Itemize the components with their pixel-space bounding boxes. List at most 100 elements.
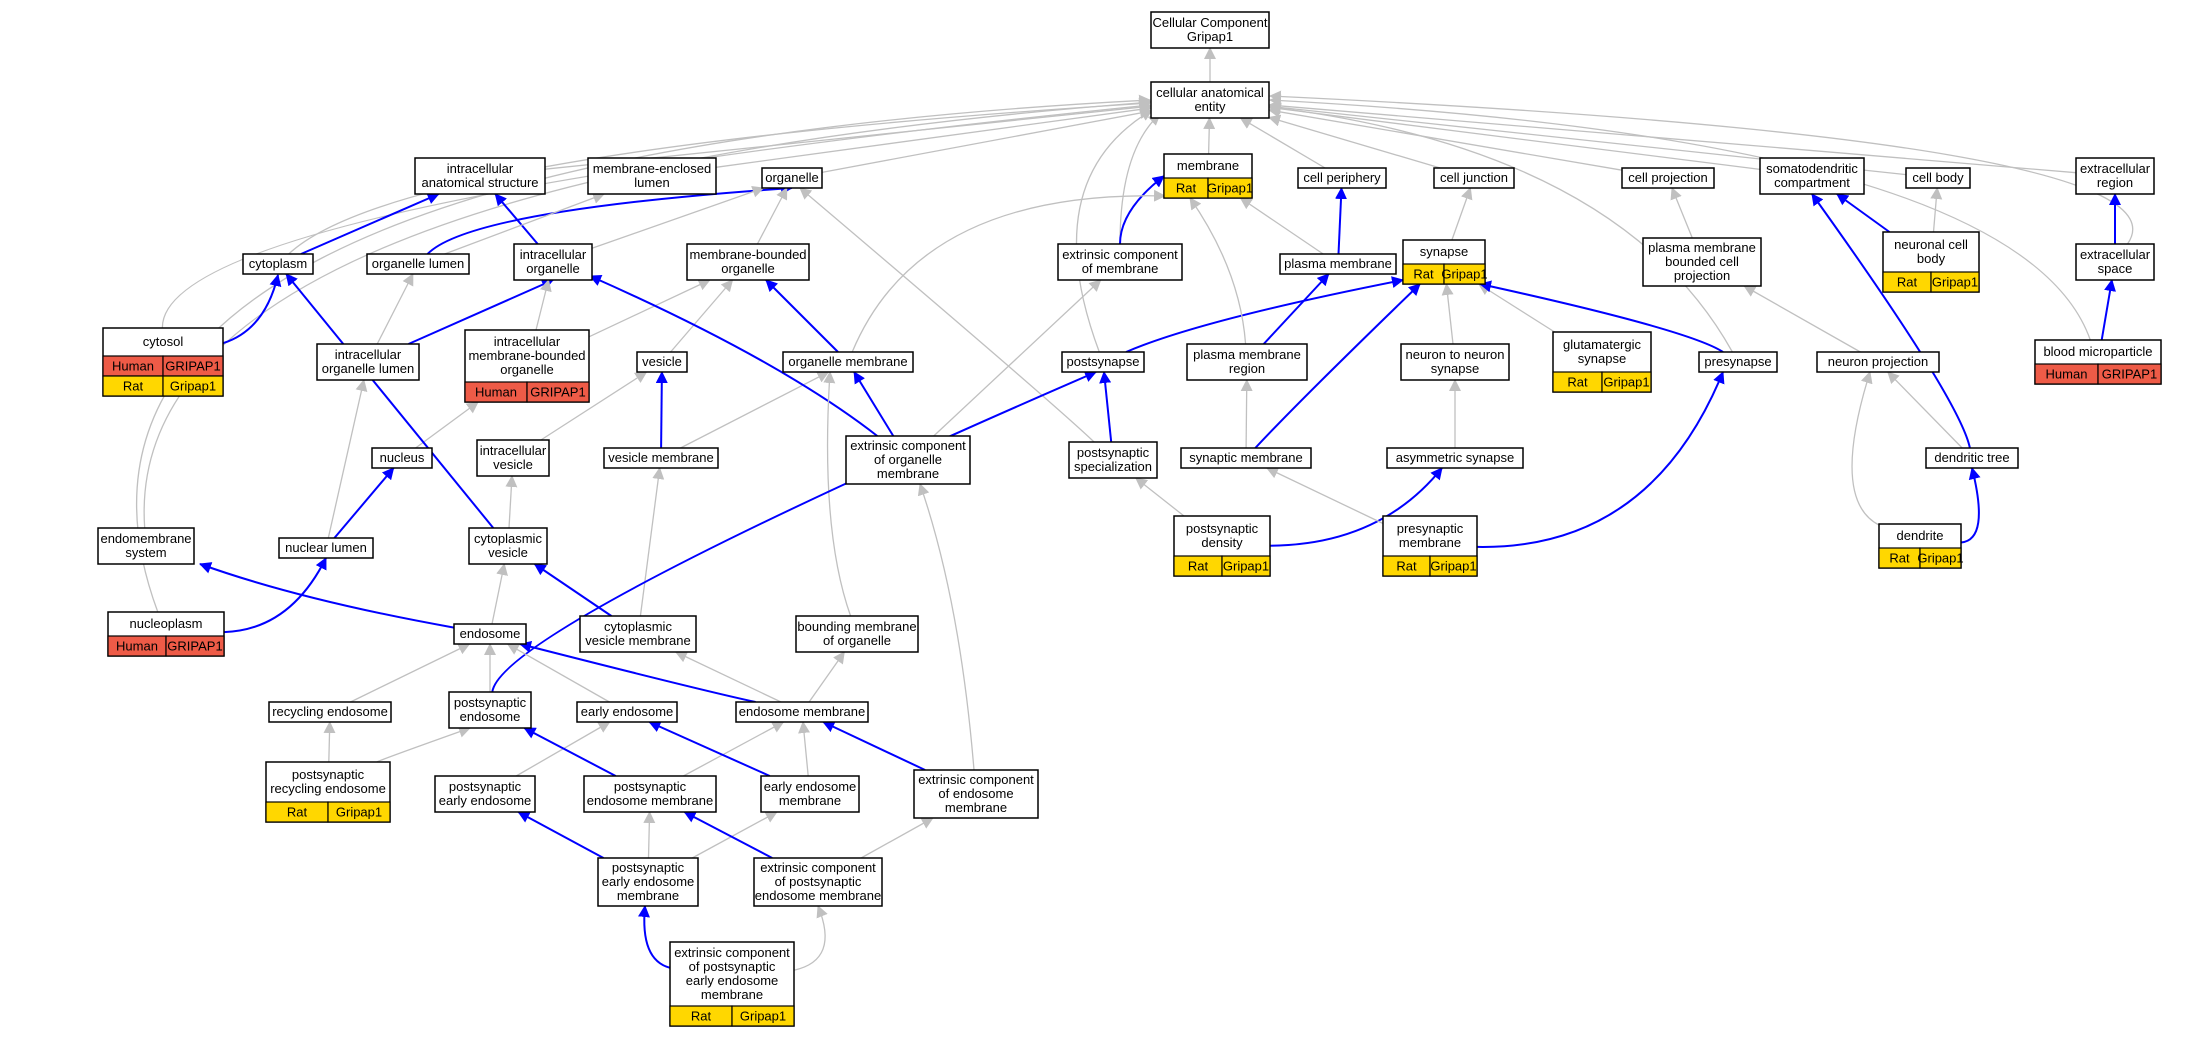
- edge-cytves-to-cytoplasm: [285, 273, 495, 529]
- species-label: Human: [112, 359, 154, 374]
- species-label: Rat: [287, 805, 308, 820]
- node-label-line: cytoplasmic: [474, 531, 542, 546]
- node-cellperiph[interactable]: cell periphery: [1297, 167, 1387, 189]
- edge-cytosol-to-cytoplasm: [222, 274, 282, 345]
- node-postsynapse[interactable]: postsynapse: [1061, 351, 1145, 373]
- edges-layer: [135, 47, 2134, 971]
- edge-synapse-to-celljunc: [1451, 187, 1473, 241]
- edge-ecorgmem-to-extcompmem: [933, 279, 1102, 437]
- node-box: [448, 691, 532, 729]
- node-presynapse[interactable]: presynapse: [1698, 351, 1778, 373]
- node-vesicle[interactable]: vesicle: [636, 351, 688, 373]
- node-box: [845, 435, 971, 485]
- node-plasmamem[interactable]: plasma membrane: [1279, 253, 1397, 275]
- node-orgmem[interactable]: organelle membrane: [782, 351, 914, 373]
- node-endomem[interactable]: endosome membrane: [735, 701, 869, 723]
- node-label-line: nuclear lumen: [285, 540, 367, 555]
- node-nucleus[interactable]: nucleus: [371, 447, 433, 469]
- edge-endosome-to-endomemsys: [199, 562, 455, 629]
- node-label-line: intracellular: [494, 334, 561, 349]
- gene-cell: [1429, 555, 1478, 577]
- edge-earlyendomem-to-earlyendo: [648, 721, 771, 777]
- node-cellproj[interactable]: cell projection: [1621, 167, 1715, 189]
- node-synmem[interactable]: synaptic membrane: [1180, 447, 1312, 469]
- edge-dendrite-to-neuronproj: [1851, 371, 1880, 526]
- gene-cell: [1930, 271, 1980, 293]
- node-label-line: anatomical structure: [421, 175, 538, 190]
- edge-cytosol-to-cae: [161, 100, 1151, 329]
- node-vesmem[interactable]: vesicle membrane: [603, 447, 719, 469]
- node-cytoplasm[interactable]: cytoplasm: [242, 253, 314, 275]
- node-label-line: region: [1229, 361, 1265, 376]
- node-label-line: postsynaptic: [292, 767, 365, 782]
- node-organelle[interactable]: organelle: [761, 167, 823, 189]
- node-endosome[interactable]: endosome: [453, 623, 527, 645]
- node-orglumen[interactable]: organelle lumen: [366, 253, 470, 275]
- node-box: [913, 769, 1039, 819]
- edge-neuronproj-to-pmbcp: [1743, 285, 1861, 353]
- edge-intorg-to-ias: [494, 193, 539, 245]
- node-cellbody[interactable]: cell body: [1905, 167, 1971, 189]
- node-label-line: intracellular: [520, 247, 587, 262]
- edge-dendrite-to-dendtree: [1960, 467, 1981, 544]
- node-imbo[interactable]: intracellularmembrane-boundedorganelleHu…: [464, 329, 590, 403]
- node-box: [760, 775, 860, 813]
- gene-cell: [1207, 177, 1253, 199]
- node-nuclumen[interactable]: nuclear lumen: [278, 537, 374, 559]
- node-celljunc[interactable]: cell junction: [1433, 167, 1515, 189]
- node-asymsyn[interactable]: asymmetric synapse: [1386, 447, 1524, 469]
- node-label-line: cytosol: [143, 334, 184, 349]
- node-label-line: vesicle: [642, 354, 682, 369]
- edge-plasmamem-to-membrane: [1239, 197, 1324, 255]
- node-dendtree[interactable]: dendritic tree: [1925, 447, 2019, 469]
- node-recend[interactable]: recycling endosome: [268, 701, 392, 723]
- node-earlyendo[interactable]: early endosome: [576, 701, 678, 723]
- edge-bloodmp-to-cae: [1269, 94, 2091, 341]
- node-box: [1057, 243, 1183, 281]
- node-neuronproj[interactable]: neuron projection: [1816, 351, 1940, 373]
- species-label: Rat: [1413, 267, 1434, 282]
- edge-vesmem-to-orgmem: [680, 371, 830, 449]
